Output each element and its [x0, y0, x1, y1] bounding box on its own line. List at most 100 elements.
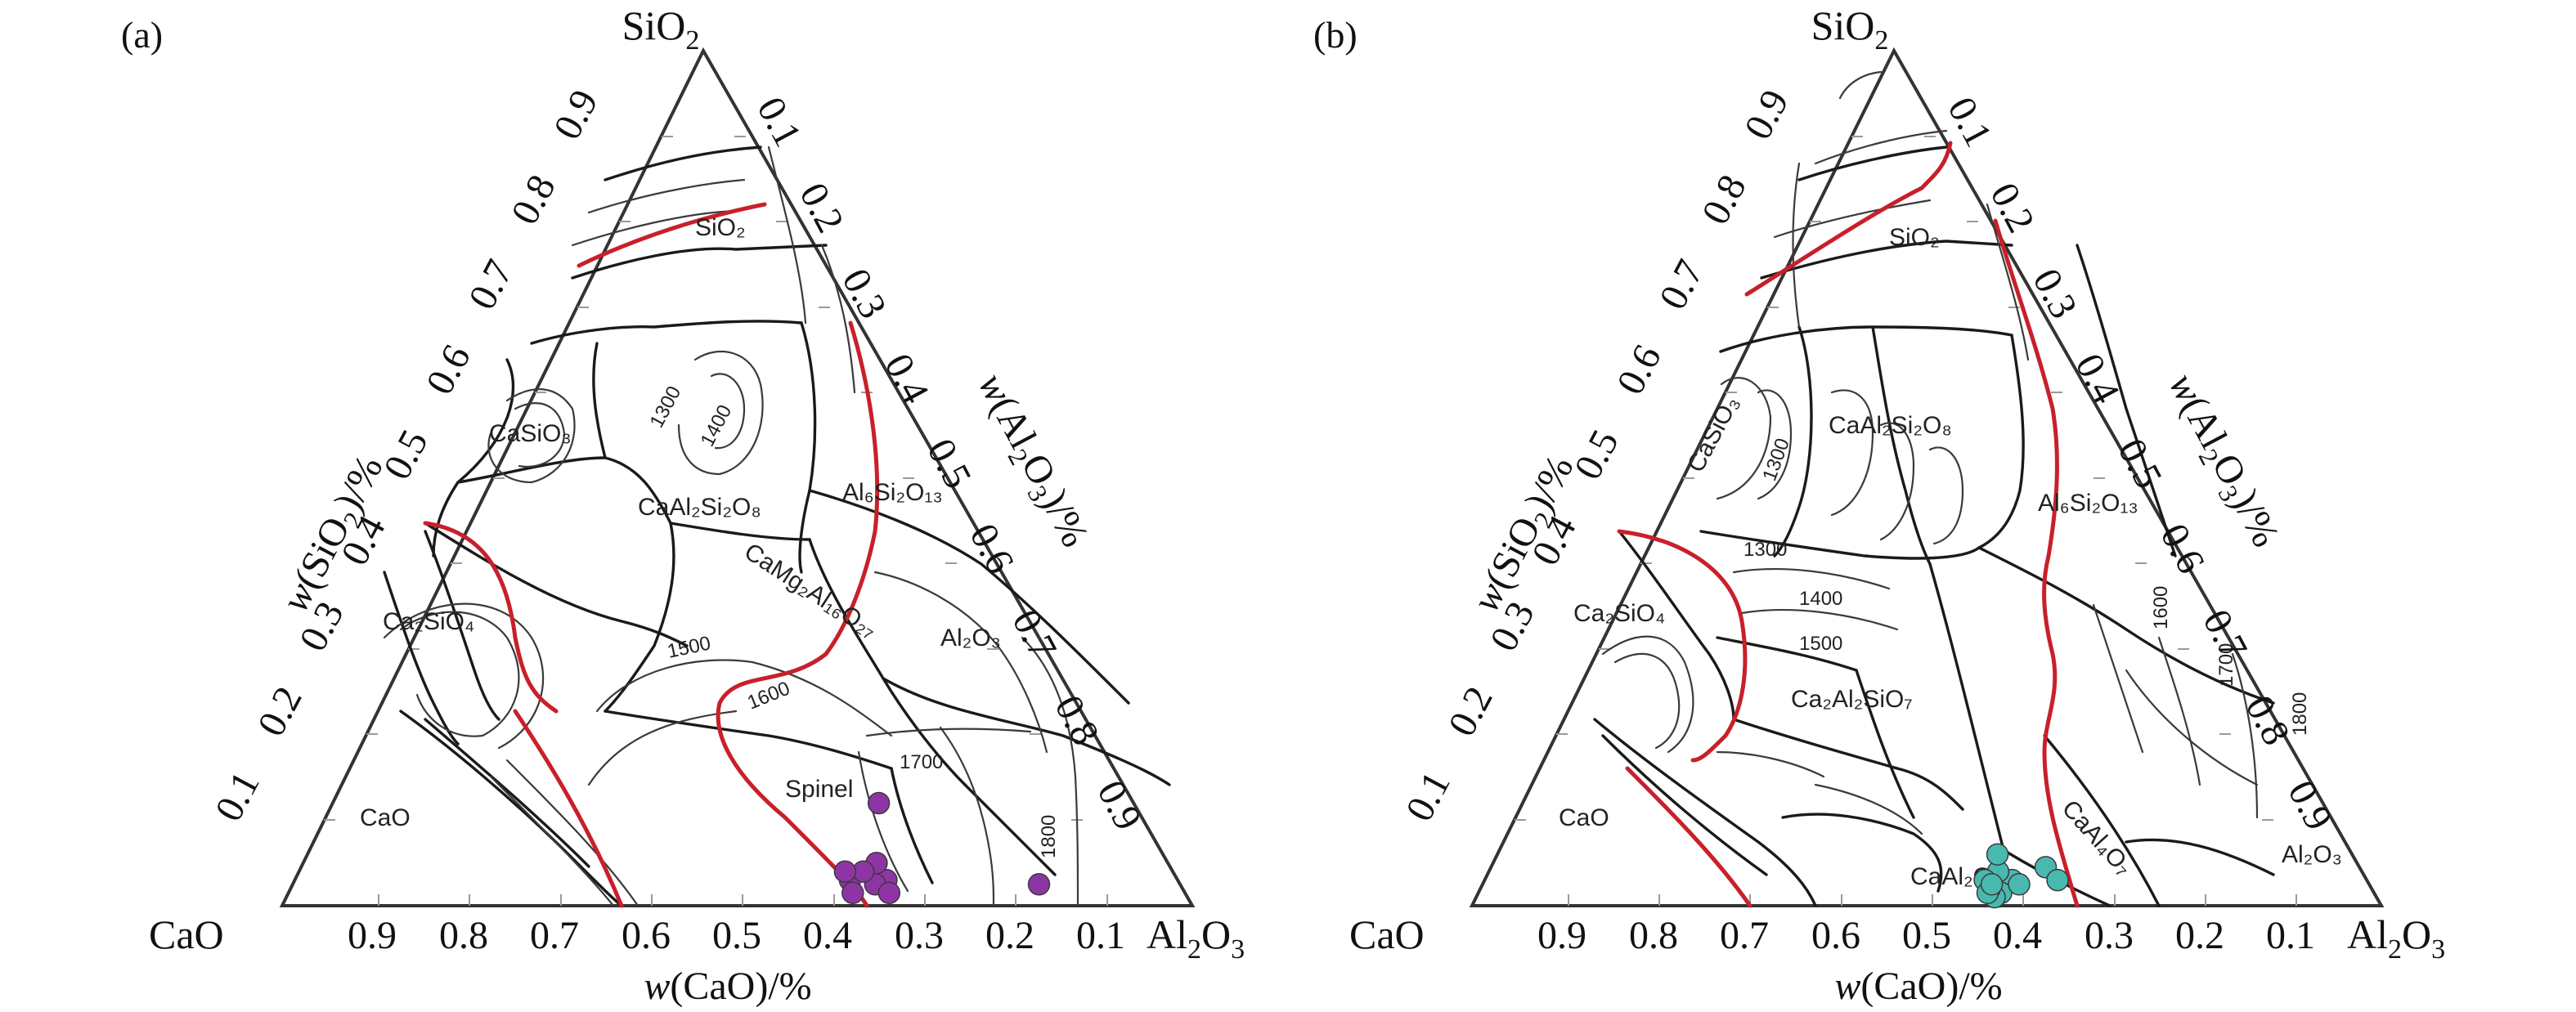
ticks-bottom-b: 0.9 0.8 0.7 0.6 0.5 0.4 0.3 0.2 0.1: [1537, 914, 2315, 957]
phase-label-al2o3-b: Al₂O₃: [2282, 841, 2342, 868]
phase-label-caal2si2o8-a: CaAl₂Si₂O₈: [638, 494, 761, 521]
tick-right-a: 0.4: [876, 347, 937, 410]
vertex-label-left-b: CaO: [1349, 911, 1425, 957]
panel-label-b: (b): [1313, 14, 1358, 56]
tick-bottom-b: 0.5: [1902, 914, 1951, 957]
tick-bottom-b: 0.4: [1993, 914, 2042, 957]
tick-right-a: 0.7: [1003, 602, 1065, 666]
tick-bottom-a: 0.1: [1076, 914, 1125, 957]
phase-label-casio3-a: CaSiO₃: [489, 420, 572, 447]
isotherm-1600-red-a: [423, 202, 880, 908]
sample-point: [867, 791, 891, 815]
tick-left-b: 0.7: [1651, 253, 1712, 316]
isotherm-label-1300-b2: 1300: [1744, 539, 1787, 561]
isotherm-label-1400-b: 1400: [1799, 588, 1842, 610]
phase-label-sio2-a: SiO₂: [695, 214, 746, 241]
tick-bottom-b: 0.6: [1811, 914, 1860, 957]
vertex-label-right-b: Al2O3: [2347, 911, 2445, 965]
phase-label-spinel-a: Spinel: [785, 776, 853, 803]
tick-left-a: 0.7: [460, 253, 522, 316]
tick-bottom-a: 0.6: [622, 914, 671, 957]
tick-left-a: 0.1: [207, 764, 268, 828]
tick-bottom-b: 0.2: [2175, 914, 2224, 957]
ticks-right-a: 0.1 0.2 0.3 0.4 0.5 0.6 0.7 0.8 0.9: [748, 90, 1150, 837]
isotherm-label-1700-a: 1700: [900, 751, 943, 773]
tick-bottom-b: 0.1: [2266, 914, 2315, 957]
isotherm-label-1700-b: 1700: [2215, 643, 2237, 687]
phase-label-ca2sio4-b: Ca₂SiO₄: [1573, 600, 1665, 627]
tick-bottom-a: 0.8: [439, 914, 488, 957]
tick-bottom-b: 0.8: [1629, 914, 1678, 957]
phase-label-al2o3-a: Al₂O₃: [940, 625, 1001, 652]
tick-left-b: 0.8: [1694, 168, 1755, 231]
phase-label-ca2al2sio7-b: Ca₂Al₂SiO₇: [1791, 686, 1913, 713]
tick-left-b: 0.9: [1736, 83, 1797, 146]
isotherm-lines-b: [1601, 70, 2259, 835]
tick-bottom-a: 0.4: [803, 914, 852, 957]
isotherm-lines-a: [383, 146, 1079, 907]
triangle-frame-a: [279, 47, 1196, 907]
phase-label-casio3-b: CaSiO₃: [1682, 392, 1744, 477]
sample-point: [833, 860, 857, 883]
tick-bottom-b: 0.9: [1537, 914, 1586, 957]
tick-left-b: 0.2: [1440, 679, 1501, 743]
vertex-label-top-b: SiO2: [1811, 2, 1889, 56]
ticks-right-b: 0.1 0.2 0.3 0.4 0.5 0.6 0.7 0.8 0.9: [1939, 90, 2340, 837]
isotherm-label-1800-b: 1800: [2289, 692, 2311, 736]
tick-left-a: 0.2: [249, 679, 311, 743]
tick-bottom-b: 0.7: [1720, 914, 1769, 957]
tick-bottom-a: 0.5: [712, 914, 761, 957]
sample-point: [877, 881, 901, 905]
tick-left-b: 0.1: [1398, 764, 1459, 828]
panel-a: (a) SiO2 CaO Al2O3: [121, 2, 1245, 1008]
phase-label-cao-a: CaO: [360, 804, 411, 831]
tick-right-a: 0.9: [1088, 773, 1150, 837]
phase-boundaries-b: [1593, 146, 2275, 907]
vertex-label-top-a: SiO2: [622, 2, 700, 56]
isotherm-label-1500-a: 1500: [666, 632, 713, 663]
tick-right-a: 0.6: [961, 517, 1022, 580]
sample-point: [2046, 868, 2069, 892]
tick-right-b: 0.7: [2194, 602, 2255, 666]
phase-label-caal2si2o8-b: CaAl₂Si₂O₈: [1829, 412, 1952, 439]
tick-right-b: 0.6: [2152, 517, 2213, 580]
tick-bottom-a: 0.9: [348, 914, 397, 957]
isotherm-label-1500-b: 1500: [1799, 633, 1842, 655]
tick-left-a: 0.8: [503, 168, 564, 231]
tick-bottom-a: 0.7: [530, 914, 579, 957]
tick-right-b: 0.3: [2024, 262, 2085, 325]
sample-point: [1986, 843, 2009, 866]
grid-ticks-a: [324, 136, 1108, 906]
axis-title-bottom-b: w(CaO)/%: [1834, 965, 2002, 1008]
tick-bottom-a: 0.3: [895, 914, 944, 957]
sample-point: [841, 881, 864, 905]
grid-ticks-b: [1515, 136, 2297, 906]
sample-points-b: [1973, 843, 2069, 909]
phase-label-al6si2o13-b: Al₆Si₂O₁₃: [2038, 490, 2138, 517]
tick-right-b: 0.4: [2067, 347, 2128, 410]
tick-bottom-b: 0.3: [2085, 914, 2134, 957]
tick-right-a: 0.2: [791, 176, 852, 240]
tick-right-a: 0.3: [833, 262, 895, 325]
sample-points-a: [833, 791, 1051, 905]
isotherm-label-1600-b: 1600: [2150, 586, 2172, 629]
tick-left-a: 0.6: [418, 338, 479, 401]
ticks-bottom-a: 0.9 0.8 0.7 0.6 0.5 0.4 0.3 0.2 0.1: [348, 914, 1125, 957]
sample-point: [2008, 873, 2031, 896]
phase-label-al6si2o13-a: Al₆Si₂O₁₃: [842, 479, 943, 506]
isotherm-label-1800-a: 1800: [1038, 815, 1060, 858]
panel-b: (b) SiO2 CaO Al2O3: [1313, 2, 2445, 1008]
axis-title-bottom-a: w(CaO)/%: [644, 965, 811, 1008]
panel-label-a: (a): [121, 14, 163, 56]
tick-right-b: 0.2: [1981, 176, 2043, 240]
tick-left-b: 0.6: [1609, 338, 1670, 401]
vertex-label-left-a: CaO: [149, 911, 224, 957]
sample-point: [1980, 873, 2004, 896]
phase-label-sio2-b: SiO₂: [1889, 224, 1940, 251]
phase-label-ca2sio4-a: Ca₂SiO₄: [383, 608, 474, 635]
tick-bottom-a: 0.2: [985, 914, 1034, 957]
tick-right-b: 0.9: [2279, 773, 2340, 837]
phase-label-caal4o7-b: CaAl₄O₇: [2057, 795, 2138, 881]
sample-point: [1027, 873, 1051, 896]
